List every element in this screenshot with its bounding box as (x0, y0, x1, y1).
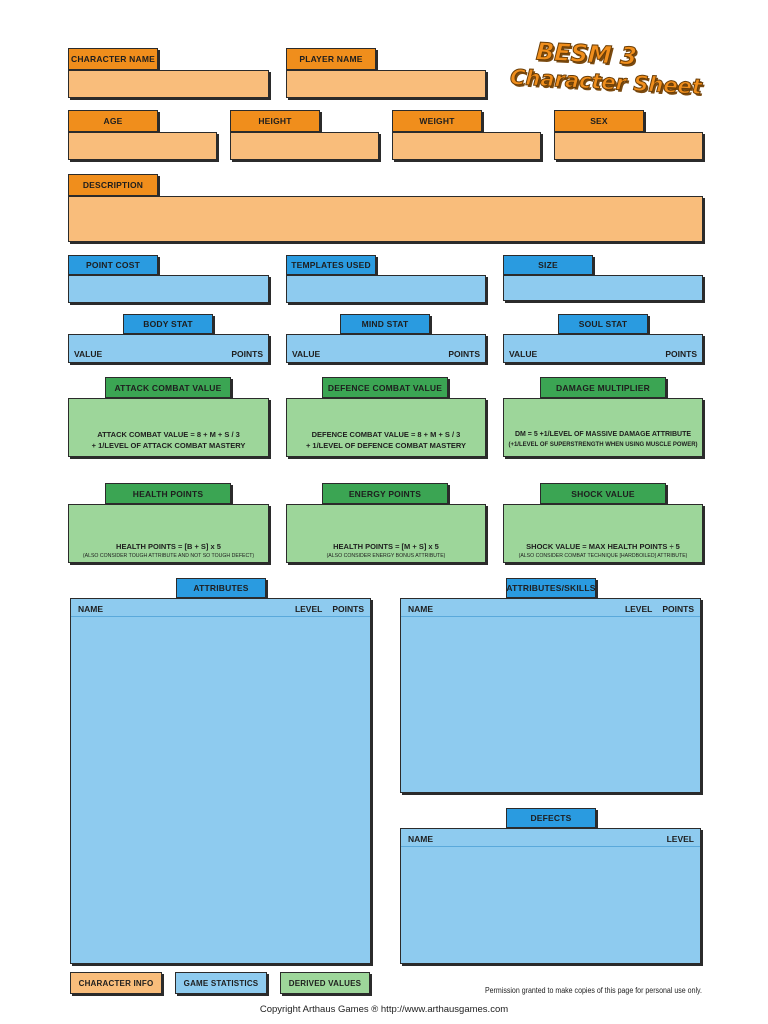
body-stat-points-label: POINTS (231, 349, 263, 359)
height-field[interactable] (230, 132, 379, 160)
health-points-field[interactable]: HEALTH POINTS = [B + S] x 5 (ALSO CONSID… (68, 504, 269, 563)
attributes-skills-table[interactable]: NAME LEVEL POINTS (400, 598, 701, 793)
age-label: AGE (68, 110, 158, 132)
player-name-field[interactable] (286, 70, 486, 98)
attributes-table[interactable]: NAME LEVEL POINTS (70, 598, 371, 964)
sex-label: SEX (554, 110, 644, 132)
body-stat-label: BODY STAT (123, 314, 213, 334)
soul-stat-label: SOUL STAT (558, 314, 648, 334)
height-label: HEIGHT (230, 110, 320, 132)
defects-table-header: NAME LEVEL (401, 829, 700, 847)
attributes-name-header: NAME (78, 604, 104, 614)
permission-note: Permission granted to make copies of thi… (484, 986, 702, 995)
copyright-footer: Copyright Arthaus Games ® http://www.art… (259, 1004, 509, 1015)
health-formula-line-2: (ALSO CONSIDER TOUGH ATTRIBUTE AND NOT S… (82, 553, 255, 559)
character-name-field[interactable] (68, 70, 269, 98)
attributes-skills-name-header: NAME (408, 604, 434, 614)
shock-formula-line-1: SHOCK VALUE = MAX HEALTH POINTS ÷ 5 (526, 542, 680, 551)
weight-field[interactable] (392, 132, 541, 160)
legend-game-statistics: GAME STATISTICS (175, 972, 267, 994)
soul-stat-field[interactable]: VALUE POINTS (503, 334, 703, 363)
legend-derived-values: DERIVED VALUES (280, 972, 370, 994)
soul-stat-value-label: VALUE (509, 349, 538, 359)
description-field[interactable] (68, 196, 703, 242)
sheet-title: BESM 3 Character Sheet (508, 37, 708, 110)
defence-combat-value-field[interactable]: DEFENCE COMBAT VALUE = 8 + M + S / 3 + 1… (286, 398, 486, 457)
mind-stat-label: MIND STAT (340, 314, 430, 334)
attributes-skills-label: ATTRIBUTES/SKILLS (506, 578, 596, 598)
title-line-2: Character Sheet (509, 64, 703, 100)
legend-character-info: CHARACTER INFO (70, 972, 162, 994)
damage-formula-line-2: (+1/LEVEL OF SUPERSTRENGTH WHEN USING MU… (508, 442, 698, 448)
body-stat-value-label: VALUE (74, 349, 103, 359)
defects-name-header: NAME (408, 834, 434, 844)
damage-multiplier-label: DAMAGE MULTIPLIER (540, 377, 666, 398)
player-name-label: PLAYER NAME (286, 48, 376, 70)
attack-combat-value-label: ATTACK COMBAT VALUE (105, 377, 231, 398)
attack-combat-value-field[interactable]: ATTACK COMBAT VALUE = 8 + M + S / 3 + 1/… (68, 398, 269, 457)
defects-label: DEFECTS (506, 808, 596, 828)
body-stat-field[interactable]: VALUE POINTS (68, 334, 269, 363)
size-field[interactable] (503, 275, 703, 301)
templates-used-field[interactable] (286, 275, 486, 303)
defence-combat-value-label: DEFENCE COMBAT VALUE (322, 377, 448, 398)
soul-stat-points-label: POINTS (665, 349, 697, 359)
weight-label: WEIGHT (392, 110, 482, 132)
mind-stat-field[interactable]: VALUE POINTS (286, 334, 486, 363)
sex-field[interactable] (554, 132, 703, 160)
attributes-skills-table-header: NAME LEVEL POINTS (401, 599, 700, 617)
attributes-points-header: POINTS (332, 604, 364, 614)
attributes-table-header: NAME LEVEL POINTS (71, 599, 370, 617)
damage-formula-line-1: DM = 5 +1/LEVEL OF MASSIVE DAMAGE ATTRIB… (514, 431, 692, 438)
templates-used-label: TEMPLATES USED (286, 255, 376, 275)
attributes-skills-points-header: POINTS (662, 604, 694, 614)
defence-formula-line-1: DEFENCE COMBAT VALUE = 8 + M + S / 3 (311, 430, 461, 439)
shock-formula-line-2: (ALSO CONSIDER COMBAT TECHNIQUE [HARDBOI… (518, 553, 688, 559)
shock-value-label: SHOCK VALUE (540, 483, 666, 504)
character-name-label: CHARACTER NAME (68, 48, 158, 70)
attributes-label: ATTRIBUTES (176, 578, 266, 598)
size-label: SIZE (503, 255, 593, 275)
mind-stat-points-label: POINTS (448, 349, 480, 359)
point-cost-label: POINT COST (68, 255, 158, 275)
defects-table[interactable]: NAME LEVEL (400, 828, 701, 964)
energy-formula-line-1: HEALTH POINTS = [M + S] x 5 (333, 542, 439, 551)
energy-points-field[interactable]: HEALTH POINTS = [M + S] x 5 (ALSO CONSID… (286, 504, 486, 563)
defects-level-header: LEVEL (666, 834, 694, 844)
attributes-level-header: LEVEL (294, 604, 323, 614)
description-label: DESCRIPTION (68, 174, 158, 196)
health-points-label: HEALTH POINTS (105, 483, 231, 504)
title-line-1: BESM 3 (535, 37, 638, 71)
point-cost-field[interactable] (68, 275, 269, 303)
defence-formula-line-2: + 1/LEVEL OF DEFENCE COMBAT MASTERY (305, 441, 467, 450)
attributes-skills-level-header: LEVEL (624, 604, 653, 614)
mind-stat-value-label: VALUE (292, 349, 321, 359)
attack-formula-line-1: ATTACK COMBAT VALUE = 8 + M + S / 3 (97, 430, 240, 439)
health-formula-line-1: HEALTH POINTS = [B + S] x 5 (116, 542, 221, 551)
attack-formula-line-2: + 1/LEVEL OF ATTACK COMBAT MASTERY (91, 441, 246, 450)
age-field[interactable] (68, 132, 217, 160)
shock-value-field[interactable]: SHOCK VALUE = MAX HEALTH POINTS ÷ 5 (ALS… (503, 504, 703, 563)
energy-points-label: ENERGY POINTS (322, 483, 448, 504)
damage-multiplier-field[interactable]: DM = 5 +1/LEVEL OF MASSIVE DAMAGE ATTRIB… (503, 398, 703, 457)
energy-formula-line-2: (ALSO CONSIDER ENERGY BONUS ATTRIBUTE) (326, 553, 446, 559)
